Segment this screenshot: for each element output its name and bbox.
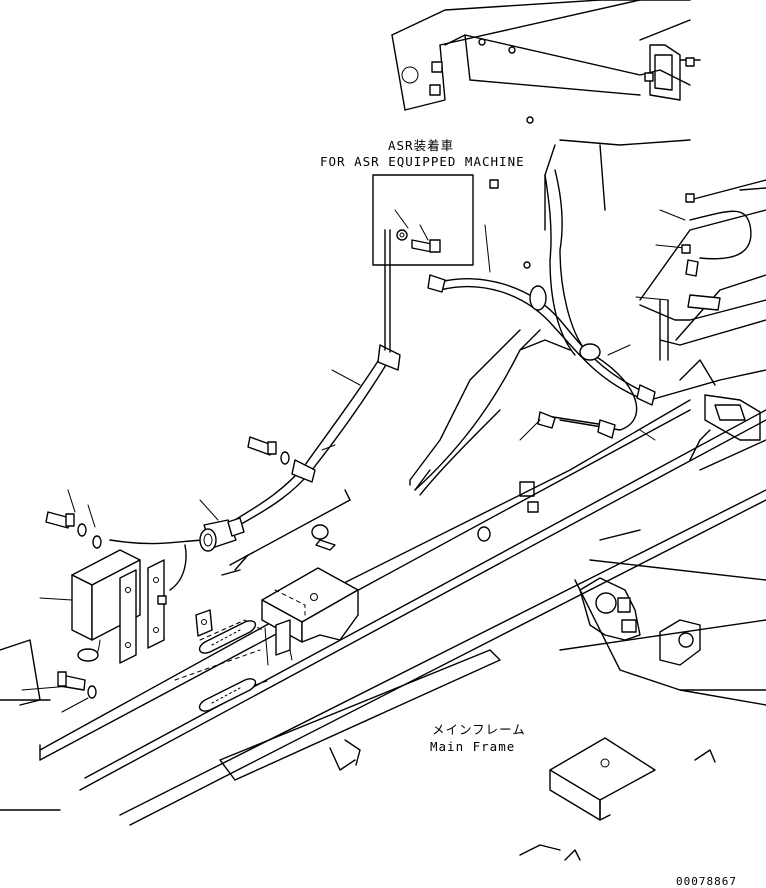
oval-plates	[195, 609, 257, 712]
wiring-harness	[109, 169, 752, 591]
asr-detail-box	[372, 174, 474, 353]
main-frame-label-en: Main Frame	[430, 739, 516, 754]
asr-label-en: FOR ASR EQUIPPED MACHINE	[320, 154, 525, 169]
right-side-structure	[519, 394, 766, 861]
drawing-number: 00078867	[676, 875, 737, 888]
asr-label-jp: ASR装着車	[388, 138, 455, 153]
main-frame-label-jp: メインフレーム	[432, 722, 526, 737]
connector	[199, 517, 245, 552]
controller-box	[71, 549, 167, 664]
upper-frame-structure	[391, 0, 766, 401]
fasteners	[45, 179, 721, 699]
